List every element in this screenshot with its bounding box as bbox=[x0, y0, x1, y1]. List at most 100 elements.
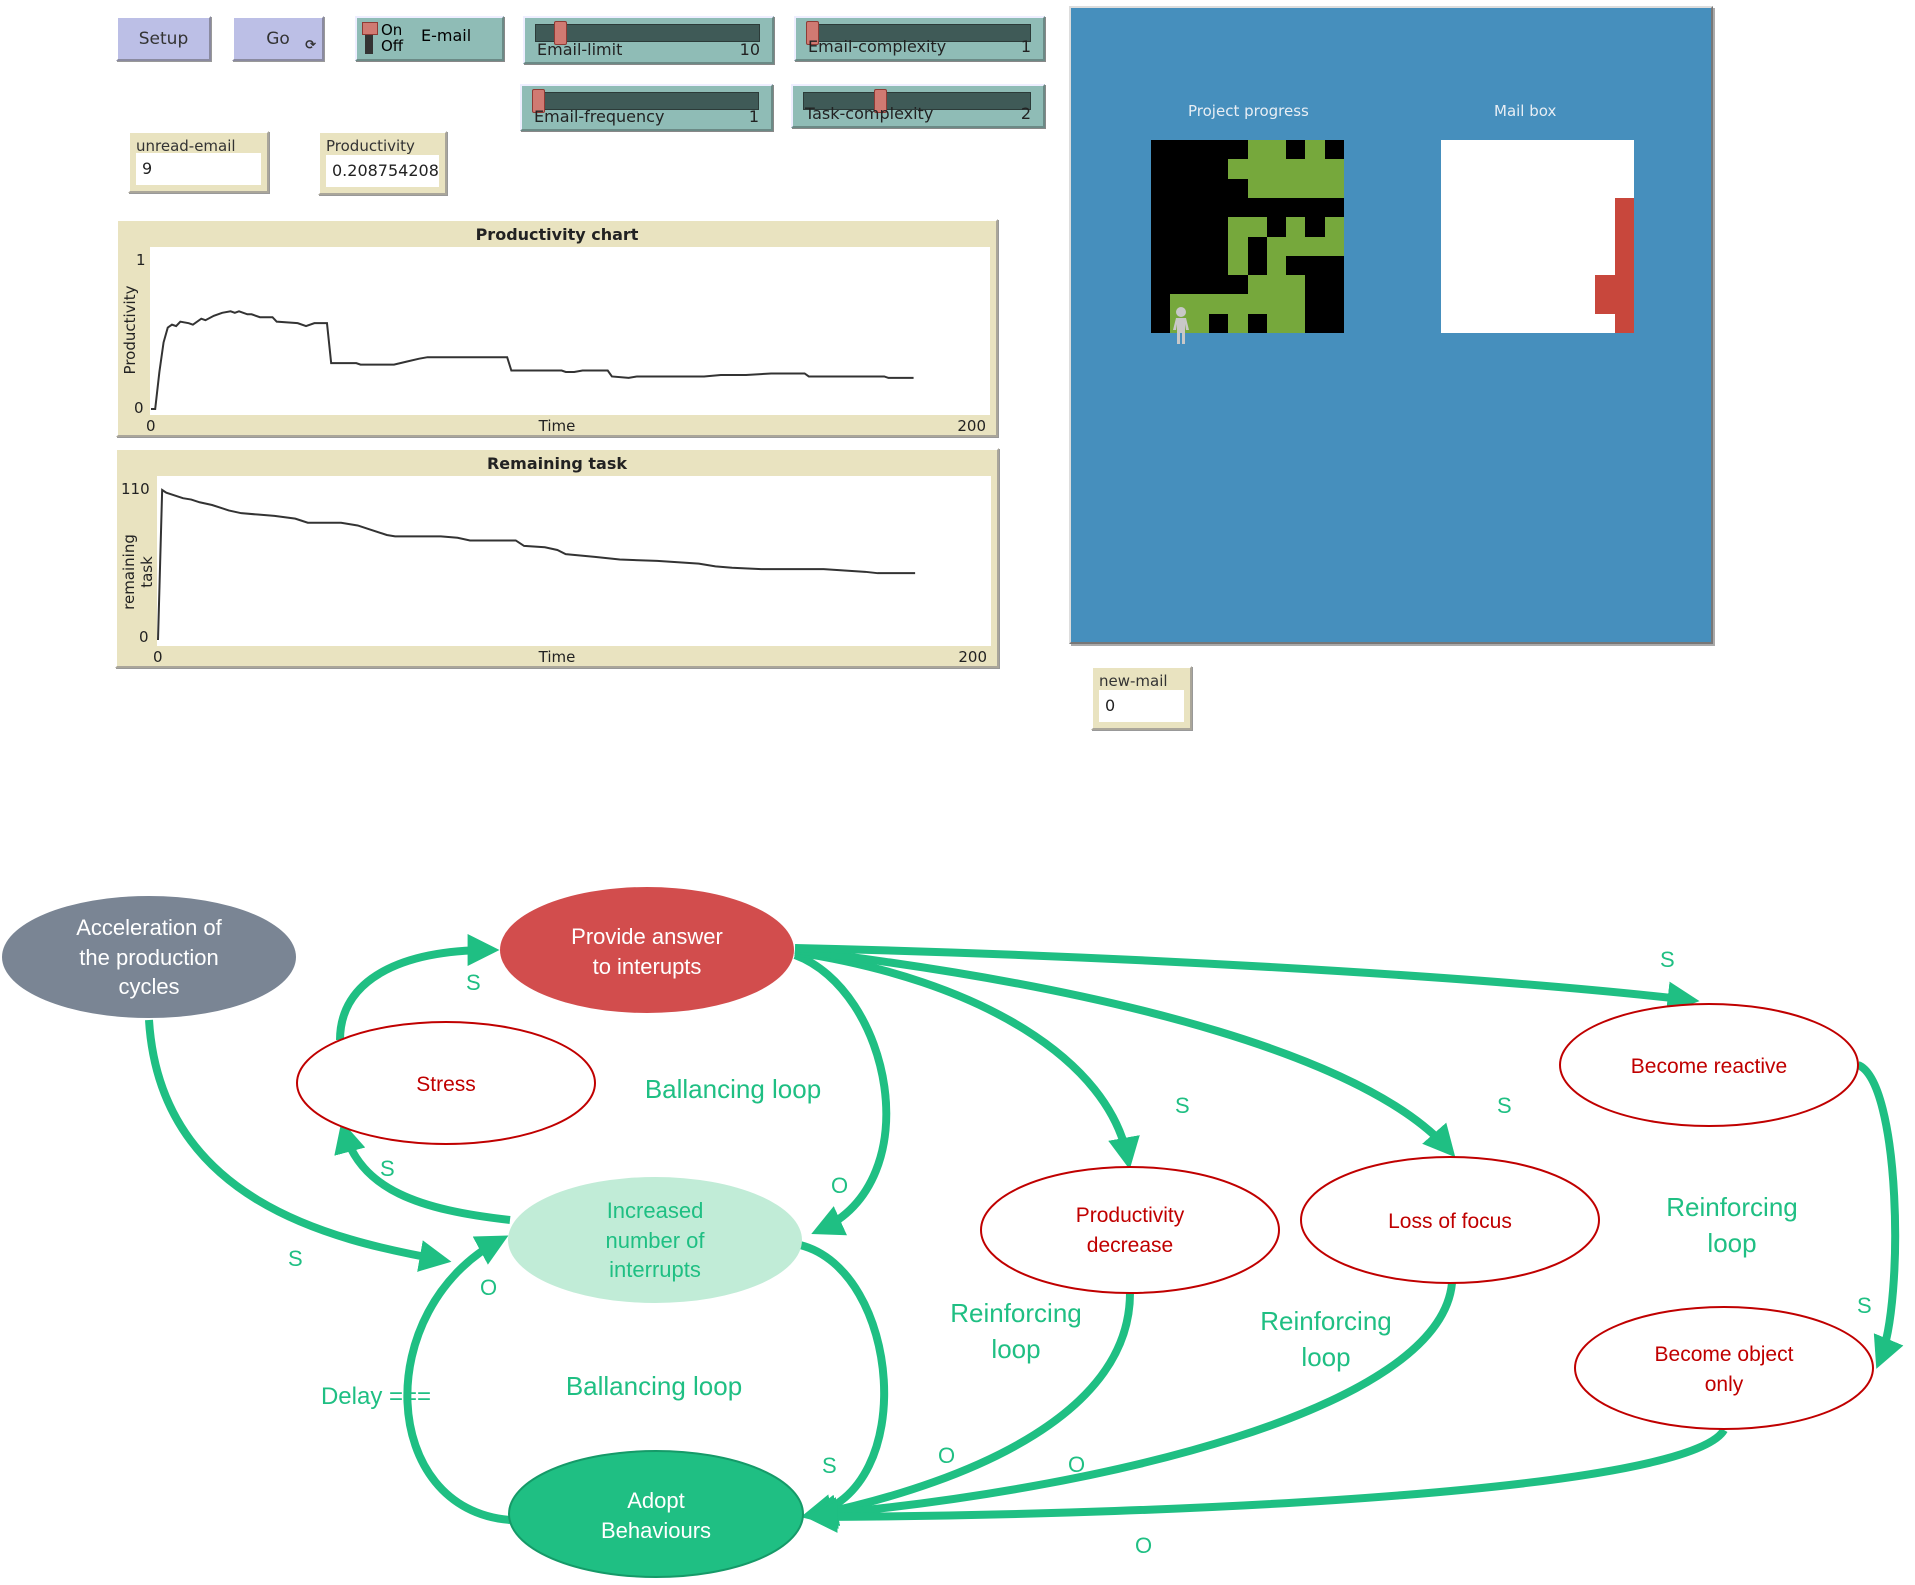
node-become-object-only: Become object only bbox=[1574, 1306, 1874, 1430]
polarity-o: O bbox=[831, 1173, 848, 1198]
patch bbox=[1189, 178, 1210, 199]
slider-task-complexity[interactable]: Task-complexity 2 bbox=[791, 84, 1045, 128]
patch bbox=[1286, 313, 1306, 334]
x-tick-max: 200 bbox=[957, 417, 986, 435]
arrow-provide-to-reactive bbox=[794, 944, 1700, 1014]
switch-on-label: On bbox=[381, 21, 403, 39]
patch bbox=[1266, 217, 1287, 237]
patch bbox=[1441, 217, 1461, 237]
person-icon bbox=[1173, 307, 1189, 344]
slider-label: Email-limit bbox=[537, 40, 623, 59]
patch bbox=[1247, 217, 1268, 237]
patch bbox=[1189, 255, 1210, 276]
patch bbox=[1556, 197, 1577, 218]
causal-loop-diagram: Acceleration of the production cycles Pr… bbox=[2, 887, 1904, 1578]
monitor-value: 9 bbox=[136, 153, 261, 185]
patch bbox=[1614, 140, 1635, 160]
patch bbox=[1498, 178, 1519, 199]
node-productivity-decrease: Productivity decrease bbox=[980, 1166, 1280, 1294]
patch bbox=[1498, 217, 1519, 237]
slider-knob[interactable] bbox=[873, 89, 887, 113]
slider-value: 2 bbox=[1020, 104, 1031, 123]
slider-knob[interactable] bbox=[532, 89, 545, 113]
x-tick-min: 0 bbox=[146, 417, 156, 435]
world-view[interactable]: Project progress Mail box bbox=[1069, 6, 1713, 644]
plot-title: Remaining task bbox=[486, 454, 628, 473]
patch bbox=[1208, 140, 1229, 160]
patch bbox=[1247, 197, 1268, 218]
patch bbox=[1324, 217, 1345, 237]
patch bbox=[1286, 197, 1306, 218]
patch bbox=[1247, 159, 1268, 180]
email-switch[interactable]: On Off E-mail bbox=[355, 16, 504, 61]
patch bbox=[1324, 236, 1345, 257]
patch bbox=[1266, 255, 1287, 276]
patch bbox=[1460, 178, 1481, 199]
go-button[interactable]: Go ⟳ bbox=[232, 16, 324, 61]
slider-label: Email-complexity bbox=[808, 37, 947, 56]
patch bbox=[1305, 313, 1326, 334]
patch bbox=[1518, 236, 1538, 257]
patch bbox=[1537, 159, 1558, 180]
node-label: Stress bbox=[416, 1073, 476, 1096]
slider-knob[interactable] bbox=[806, 21, 819, 45]
slider-knob[interactable] bbox=[554, 21, 568, 45]
polarity-s: S bbox=[1660, 947, 1675, 972]
slider-email-limit[interactable]: Email-limit 10 bbox=[523, 16, 774, 64]
node-label: only bbox=[1705, 1373, 1744, 1396]
node-label: Adopt bbox=[627, 1488, 685, 1513]
patch bbox=[1324, 294, 1345, 315]
slider-track[interactable] bbox=[803, 92, 1031, 110]
arrow-reactive-to-object bbox=[1855, 1061, 1904, 1369]
patch bbox=[1595, 313, 1616, 334]
node-label: Behaviours bbox=[601, 1518, 711, 1543]
node-loss-of-focus: Loss of focus bbox=[1300, 1156, 1600, 1284]
x-tick-max: 200 bbox=[958, 648, 987, 666]
patch bbox=[1498, 275, 1519, 295]
patch bbox=[1576, 255, 1596, 276]
node-label: interrupts bbox=[609, 1257, 701, 1282]
patch bbox=[1556, 255, 1577, 276]
patch bbox=[1324, 197, 1345, 218]
patch bbox=[1576, 275, 1596, 295]
series-line-remaining-task bbox=[157, 488, 916, 641]
setup-button[interactable]: Setup bbox=[116, 16, 211, 61]
patch bbox=[1518, 255, 1538, 276]
x-axis-label: Time bbox=[538, 417, 576, 435]
slider-email-complexity[interactable]: Email-complexity 1 bbox=[794, 16, 1045, 61]
patch bbox=[1537, 236, 1558, 257]
y-axis-label: remaining task bbox=[120, 534, 156, 610]
monitor-label: Productivity bbox=[326, 137, 415, 155]
patch bbox=[1151, 236, 1171, 257]
patch bbox=[1189, 313, 1210, 334]
patch bbox=[1537, 255, 1558, 276]
node-label: cycles bbox=[118, 974, 179, 999]
node-provide-answer: Provide answer to interupts bbox=[500, 887, 794, 1013]
loop-label-bottom-balancing: Ballancing loop bbox=[566, 1371, 742, 1401]
patch bbox=[1556, 140, 1577, 160]
slider-track[interactable] bbox=[535, 24, 760, 42]
x-tick-min: 0 bbox=[153, 648, 163, 666]
arrow-adopt-to-increased bbox=[403, 1235, 511, 1524]
node-label: Become reactive bbox=[1631, 1055, 1787, 1078]
patch bbox=[1228, 255, 1248, 276]
node-label: Loss of focus bbox=[1388, 1210, 1512, 1233]
y-tick-min: 0 bbox=[139, 628, 149, 646]
patch bbox=[1498, 255, 1519, 276]
patch bbox=[1556, 236, 1577, 257]
patch bbox=[1518, 275, 1538, 295]
patch bbox=[1614, 294, 1635, 315]
patch bbox=[1266, 236, 1287, 257]
slider-email-frequency[interactable]: Email-frequency 1 bbox=[520, 84, 773, 131]
patch bbox=[1208, 178, 1229, 199]
arrow-object-to-adopt bbox=[805, 1427, 1728, 1533]
patch bbox=[1556, 217, 1577, 237]
patch bbox=[1537, 313, 1558, 334]
patch bbox=[1614, 313, 1635, 334]
polarity-s: S bbox=[380, 1156, 395, 1181]
node-label: Productivity bbox=[1076, 1204, 1185, 1227]
plot-area bbox=[157, 476, 991, 646]
patch bbox=[1228, 236, 1248, 257]
series-line-productivity bbox=[151, 310, 914, 410]
patch bbox=[1208, 197, 1229, 218]
